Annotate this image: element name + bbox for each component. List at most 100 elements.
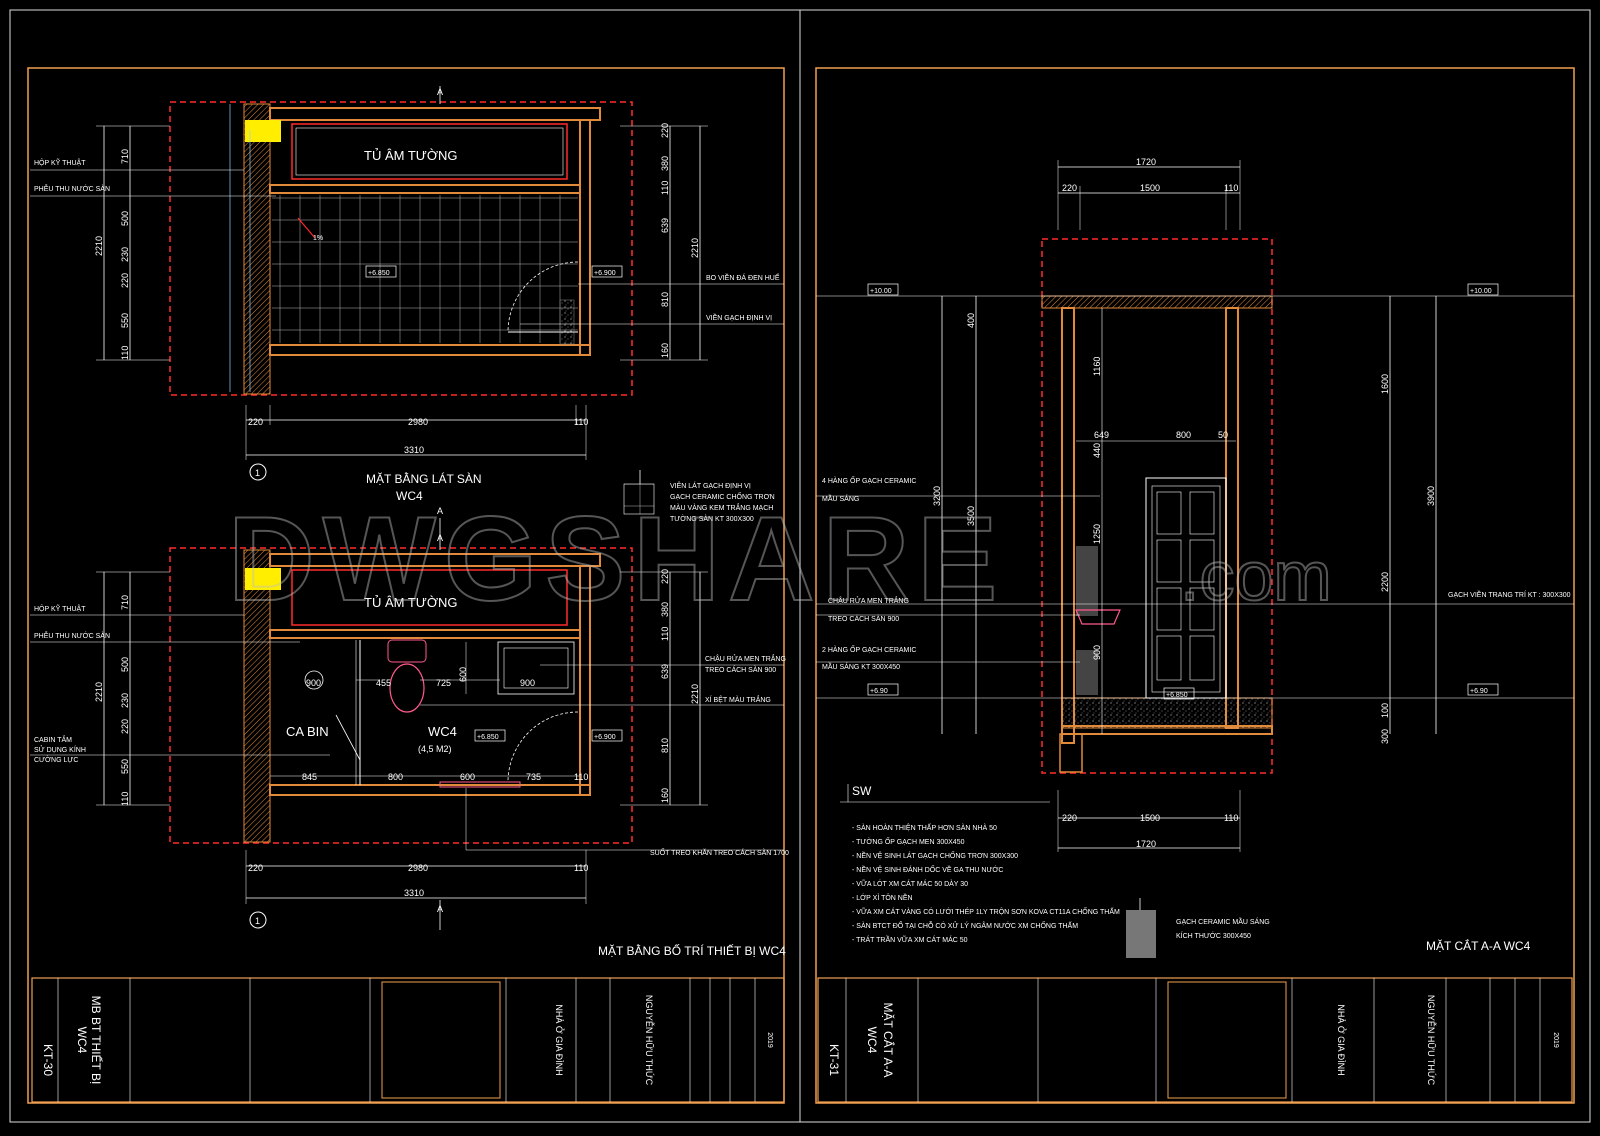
dim: 2980 <box>408 417 428 427</box>
dim: 500 <box>120 657 130 672</box>
sw-note: - SÀN HOÀN THIỆN THẤP HƠN SÀN NHÀ 50 <box>852 822 997 832</box>
dim: 220 <box>248 417 263 427</box>
dim: 220 <box>660 569 670 584</box>
left-label: HỘP KỸ THUẬT <box>34 158 86 167</box>
dim: 1600 <box>1380 374 1390 394</box>
dim: 220 <box>120 273 130 288</box>
towel-label: SUỐT TREO KHĂN TREO CÁCH SÀN 1700 <box>650 847 789 857</box>
dim-total: 2210 <box>690 684 700 704</box>
dim: 710 <box>120 595 130 610</box>
dim: 400 <box>966 313 976 328</box>
dim-total: 3310 <box>404 445 424 455</box>
dim: 220 <box>120 719 130 734</box>
dim-total: 2210 <box>690 238 700 258</box>
dim: 1500 <box>1140 813 1160 823</box>
dim: 1160 <box>1092 357 1102 376</box>
dim: 600 <box>458 667 468 682</box>
dim: 110 <box>1224 813 1238 823</box>
level-center: +6.850 <box>477 734 499 741</box>
dim: 440 <box>1092 443 1102 458</box>
axis-label: 1 <box>255 916 260 926</box>
sw-note: - VỮA XM CÁT VÀNG CÓ LƯỚI THÉP 1LY TRỘN … <box>852 906 1120 916</box>
dim: 550 <box>120 313 130 328</box>
dim: 110 <box>120 792 130 806</box>
plan-title-sub: WC4 <box>396 489 423 503</box>
level: +6.90 <box>1470 688 1488 695</box>
legend-line: MÀU VÀNG KEM TRẮNG MẠCH <box>670 503 773 512</box>
legend-tile-swatch <box>623 470 655 515</box>
dim: 110 <box>574 772 588 782</box>
dim: 1500 <box>1140 183 1160 193</box>
dim: 725 <box>436 678 451 688</box>
level-center: +6.850 <box>368 270 390 277</box>
dim: 230 <box>120 247 130 262</box>
right-label: VIỀN GẠCH ĐỊNH VỊ <box>706 312 772 322</box>
dim: 220 <box>248 863 263 873</box>
dim-total: 1720 <box>1136 157 1156 167</box>
drawing-name-sub: WC4 <box>865 1027 879 1054</box>
cabin-label: CA BIN <box>286 724 329 739</box>
sw-note: - SÀN BTCT ĐỔ TẠI CHỖ CÓ XỬ LÝ NGÂM NƯỚC… <box>852 920 1078 930</box>
cabinet-label: TỦ ÂM TƯỜNG <box>364 595 458 610</box>
sw-note: - NỀN VỆ SINH LÁT GẠCH CHỐNG TRƠN 300X30… <box>852 850 1018 860</box>
dim: 500 <box>120 211 130 226</box>
dim: 100 <box>1380 703 1390 718</box>
right-label: TREO CÁCH SÀN 900 <box>705 665 776 674</box>
drawing-name-sub: WC4 <box>75 1027 89 1054</box>
dim: 160 <box>660 343 670 358</box>
dim: 710 <box>120 149 130 164</box>
dim: 2980 <box>408 863 428 873</box>
dim: 160 <box>660 788 670 803</box>
dim: 845 <box>302 772 317 782</box>
sheet-number: KT-31 <box>827 1044 841 1076</box>
project-name: NHÀ Ở GIA ĐÌNH <box>554 1004 565 1075</box>
section-marker: A <box>437 533 443 543</box>
section-text: 1720 220 1500 110 220 1500 110 1720 +10.… <box>822 157 1571 953</box>
right-label: BO VIỀN ĐÁ ĐEN HUẾ <box>706 272 780 282</box>
dim: 110 <box>1224 183 1238 193</box>
dim: 600 <box>460 772 475 782</box>
dim: 810 <box>660 738 670 753</box>
dim: 110 <box>574 417 588 427</box>
legend-line: VIÊN LÁT GẠCH ĐỊNH VỊ <box>670 481 751 490</box>
legend-tile-text: VIÊN LÁT GẠCH ĐỊNH VỊ GẠCH CERAMIC CHỐNG… <box>670 481 775 523</box>
annotation: GẠCH VIỀN TRANG TRÍ KT : 300X300 <box>1448 589 1571 599</box>
drawing-name: MB BT THIẾT BỊ <box>89 996 104 1085</box>
owner-name: NGUYỄN HỮU THỨC <box>644 995 655 1086</box>
dim: 230 <box>120 693 130 708</box>
sheet-number: KT-30 <box>41 1044 55 1076</box>
owner-name: NGUYỄN HỮU THỨC <box>1426 995 1437 1086</box>
sw-note: - TRÁT TRẦN VỮA XM CÁT MÁC 50 <box>852 934 968 944</box>
dim: 649 <box>1094 430 1109 440</box>
dim-total: 2210 <box>94 236 104 256</box>
annotation: 2 HÀNG ỐP GẠCH CERAMIC <box>822 644 916 654</box>
dim-total: 1720 <box>1136 839 1156 849</box>
section-marker: A <box>437 87 443 97</box>
project-name: NHÀ Ở GIA ĐÌNH <box>1336 1004 1347 1075</box>
level: +6.90 <box>870 688 888 695</box>
titleblock-right-grid <box>817 977 1573 1103</box>
dim-total: 3310 <box>404 888 424 898</box>
dim: 300 <box>1380 729 1390 744</box>
left-label: PHỄU THU NƯỚC SÀN <box>34 631 110 640</box>
cabinet-label: TỦ ÂM TƯỜNG <box>364 148 458 163</box>
section-marker: A <box>437 904 443 914</box>
plan-title: MẶT BẰNG BỐ TRÍ THIẾT BỊ WC4 <box>598 943 786 958</box>
right-label: CHẬU RỬA MEN TRẮNG <box>705 654 786 663</box>
legend-line: KÍCH THƯỚC 300X450 <box>1176 931 1251 940</box>
dim: 639 <box>660 664 670 679</box>
sw-title: SW <box>852 784 872 798</box>
sw-note: - VỮA LÓT XM CÁT MÁC 50 DÀY 30 <box>852 879 968 888</box>
dim: 110 <box>660 627 670 641</box>
dim: 900 <box>306 678 321 688</box>
section-a-a <box>816 160 1574 958</box>
dim: 810 <box>660 292 670 307</box>
plan1-text: A TỦ ÂM TƯỜNG +6.850 +6.900 1% HỘP KỸ TH… <box>34 87 780 503</box>
dim: 3200 <box>932 486 942 506</box>
annotation: 4 HÀNG ỐP GẠCH CERAMIC <box>822 475 916 485</box>
dim: 3500 <box>966 506 976 526</box>
plan-title: MẶT BẰNG LÁT SÀN <box>366 471 482 486</box>
level: +10.00 <box>870 288 892 295</box>
dim: 50 <box>1218 430 1228 440</box>
titleblock-left-text: MB BT THIẾT BỊ WC4 KT-30 NHÀ Ở GIA ĐÌNH … <box>41 995 773 1086</box>
